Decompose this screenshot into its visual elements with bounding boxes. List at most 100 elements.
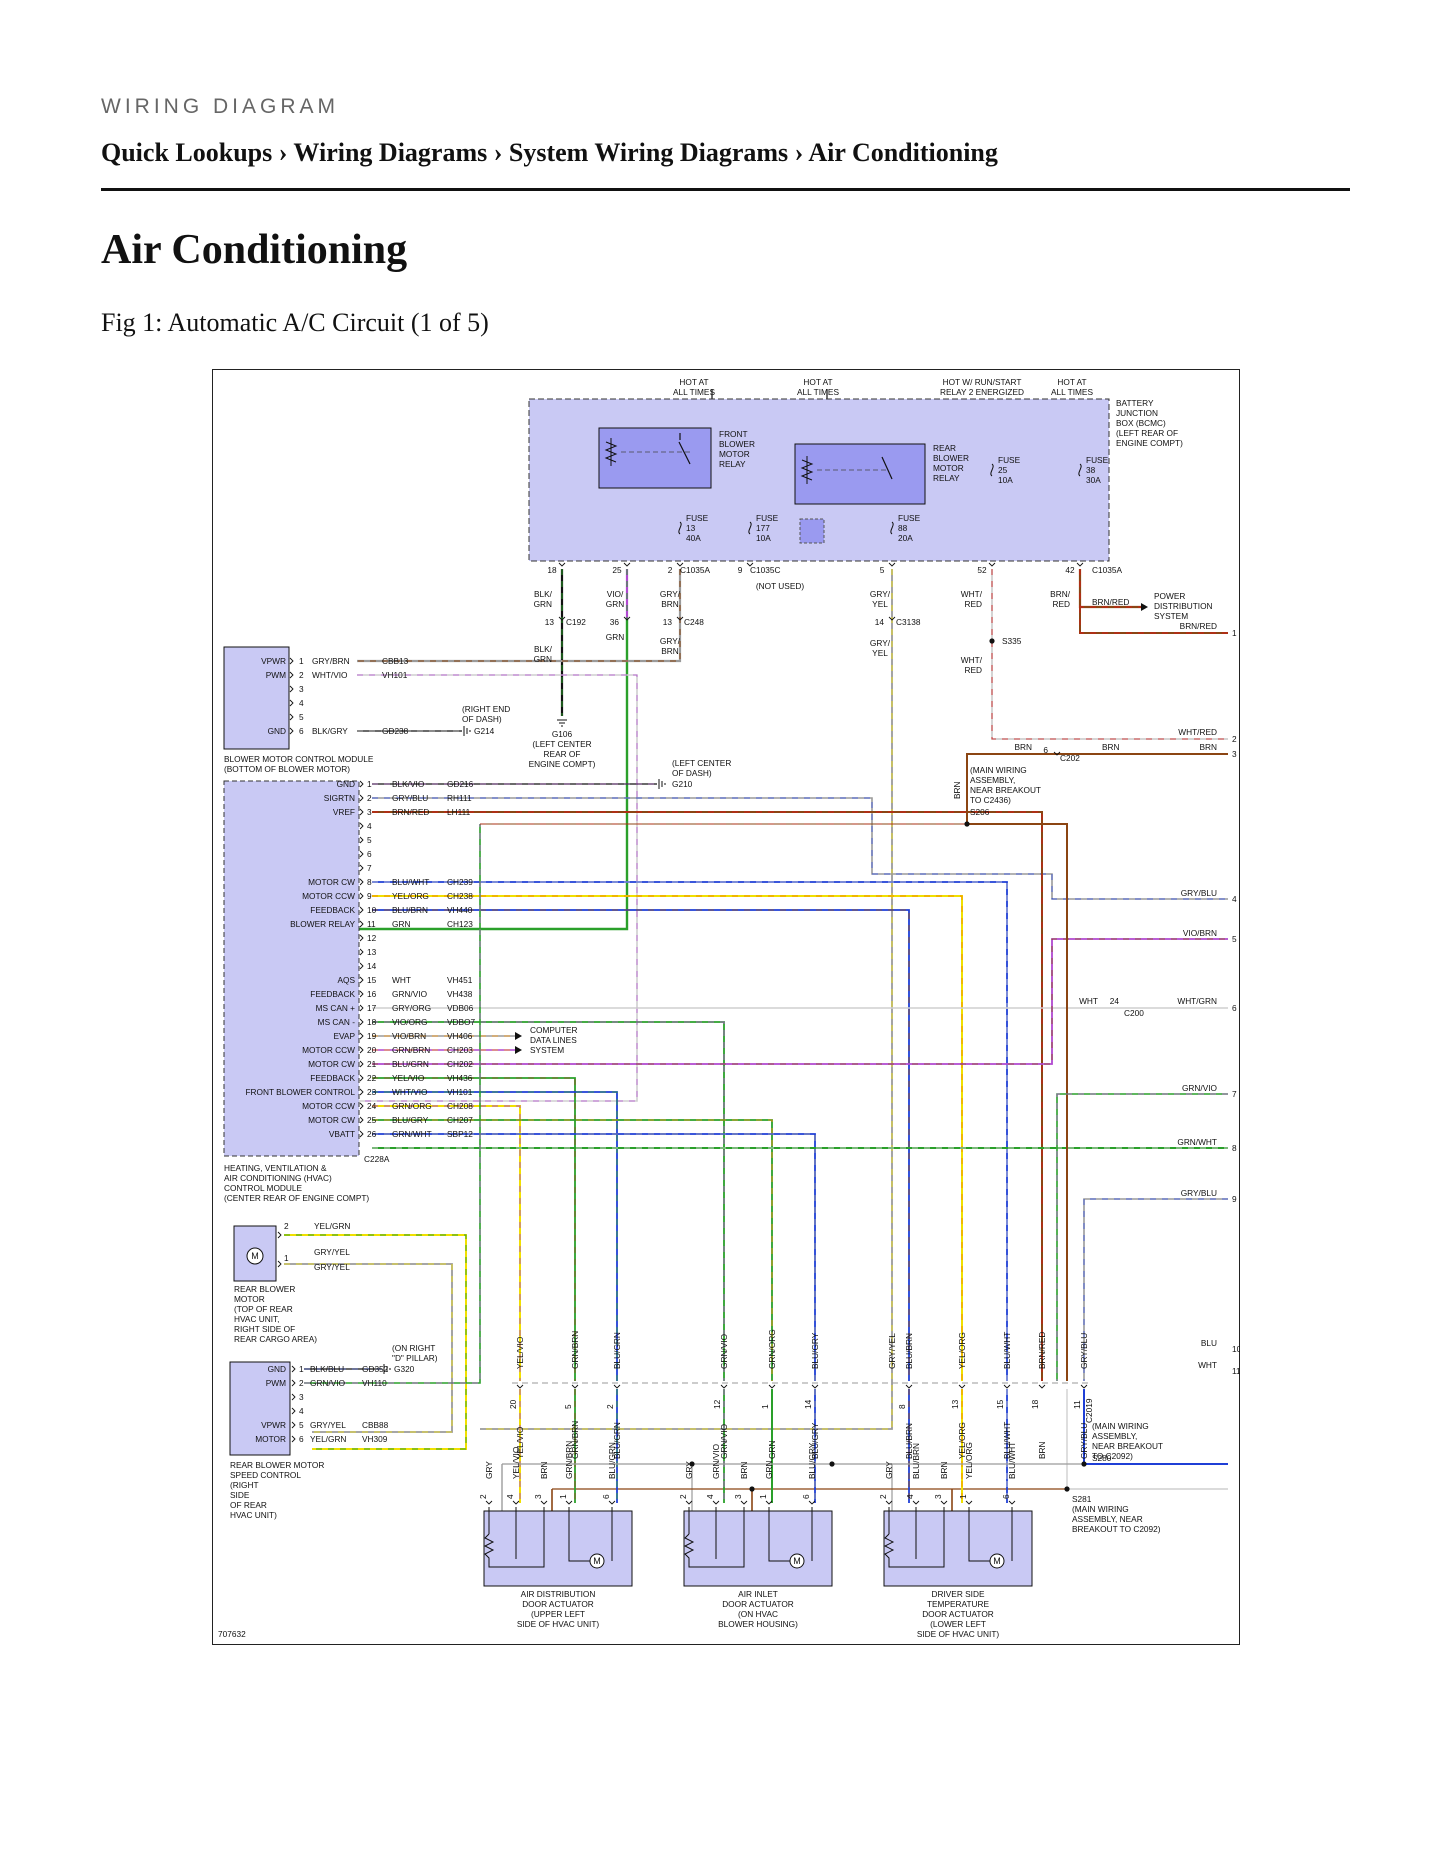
pin-name: MOTOR CW <box>308 877 355 887</box>
pin-number: 6 <box>1001 1494 1011 1499</box>
header-divider <box>101 188 1350 191</box>
connector-pin <box>359 1004 364 1012</box>
connector-pin <box>613 1384 621 1389</box>
wire-wht-red-stripe <box>991 569 1228 740</box>
pin-number: 3 <box>299 684 304 694</box>
actuator-label: (ON HVAC <box>738 1609 778 1619</box>
circuit-label: VDBO7 <box>447 1017 476 1027</box>
connector-pin <box>958 1384 966 1389</box>
connector-pin <box>1008 1500 1016 1505</box>
bjb-label: (LEFT REAR OF <box>1116 428 1178 438</box>
relay-label: BLOWER <box>933 453 969 463</box>
splice-label: S335 <box>1002 636 1022 646</box>
actuator-label: AIR INLET <box>738 1589 778 1599</box>
connector-pin <box>516 1384 524 1389</box>
connector-pin <box>359 808 364 816</box>
wire-brn-red-stripe <box>372 811 1043 1381</box>
splice-label: S206 <box>970 807 990 817</box>
not-used-label: (NOT USED) <box>756 581 804 591</box>
hot-label: ALL TIMES <box>1051 387 1093 397</box>
connector-pin <box>359 976 364 984</box>
connector-pin <box>765 1500 773 1505</box>
pin-number: 5 <box>367 835 372 845</box>
wire-color-label: BLK/VIO <box>392 779 425 789</box>
connector-pin <box>277 1260 282 1268</box>
fuse-symbol <box>990 463 994 477</box>
wire-grn-brn <box>372 1077 576 1381</box>
module-label: HVAC UNIT, <box>234 1314 279 1324</box>
wire-brn <box>967 823 1068 1381</box>
ground-symbol <box>463 726 471 736</box>
wire-label-vertical: GRN/BRN <box>570 1421 580 1459</box>
circuit-label: LH111 <box>447 807 471 817</box>
pin-number: 1 <box>758 1494 768 1499</box>
pin-number: 2 <box>299 670 304 680</box>
module-label: OF REAR <box>230 1500 267 1510</box>
connector-pin <box>746 562 754 567</box>
connector-pin <box>359 878 364 886</box>
pin-number: 24 <box>367 1101 377 1111</box>
wire-label-vertical: GRN <box>764 1461 774 1479</box>
module-label: (BOTTOM OF BLOWER MOTOR) <box>224 764 350 774</box>
module-label: HEATING, VENTILATION & <box>224 1163 327 1173</box>
pin-number: 22 <box>367 1073 377 1083</box>
pin-number: 4 <box>705 1494 715 1499</box>
bjb-label: ENGINE COMPT) <box>1116 438 1183 448</box>
wire-label: GRY/ <box>660 636 681 646</box>
pin-number: 5 <box>299 1420 304 1430</box>
wire-label-vertical: BLU/BRN <box>911 1443 921 1479</box>
wire-vio-brn-stripe <box>372 938 1228 1065</box>
ground-symbol <box>658 779 666 789</box>
connector-pin <box>359 836 364 844</box>
fuse-symbol <box>748 521 752 535</box>
connector-pin <box>565 1500 573 1505</box>
wire-label: GRY/YEL <box>314 1247 350 1257</box>
wire-color-label: GRN/VIO <box>310 1378 346 1388</box>
wire-label-vertical: GRN/VIO <box>711 1443 721 1479</box>
pin-number: 4 <box>905 1494 915 1499</box>
connector-pin <box>359 920 364 928</box>
pin-number: 6 <box>601 1494 611 1499</box>
splice-dot <box>689 1461 695 1467</box>
connector-pin <box>1003 1384 1011 1389</box>
splice-desc: (MAIN WIRING <box>1072 1504 1129 1514</box>
connector-label: C200 <box>1124 1008 1144 1018</box>
splice-desc: TO C2436) <box>970 795 1011 805</box>
computer-data-label: COMPUTER <box>530 1025 577 1035</box>
connector-pin <box>571 1384 579 1389</box>
components-layer <box>223 398 1148 1587</box>
wire-label: RED <box>964 599 982 609</box>
pin-number: 6 <box>299 726 304 736</box>
splice-dot <box>829 1461 835 1467</box>
ground-label: "D" PILLAR) <box>392 1353 438 1363</box>
circuit-label: GD352 <box>362 1364 389 1374</box>
actuator-label: SIDE OF HVAC UNIT) <box>917 1629 1000 1639</box>
pin-name: EVAP <box>333 1031 355 1041</box>
connector-pin <box>291 1365 296 1373</box>
relay-socket <box>799 518 825 544</box>
output-number: 6 <box>1232 1003 1237 1013</box>
computer-data-label: DATA LINES <box>530 1035 577 1045</box>
pin-number: 3 <box>367 807 372 817</box>
pin-name: MOTOR CCW <box>302 1045 355 1055</box>
connector-pin <box>359 1130 364 1138</box>
pin-number: 13 <box>545 617 555 627</box>
pin-number: 13 <box>367 947 377 957</box>
wire-label: BRN/RED <box>1092 597 1129 607</box>
wire-label: WHT/ <box>961 655 983 665</box>
hvac-control-module <box>223 780 360 1157</box>
door-actuator <box>683 1510 833 1587</box>
circuit-label: CBB13 <box>382 656 409 666</box>
wire-color-label: WHT/VIO <box>312 670 348 680</box>
connector-pin <box>808 1500 816 1505</box>
connector-pin <box>291 1393 296 1401</box>
breadcrumb[interactable]: Quick Lookups › Wiring Diagrams › System… <box>101 138 998 167</box>
actuator-label: DOOR ACTUATOR <box>722 1599 794 1609</box>
circuit-label: VH101 <box>447 1087 473 1097</box>
wire-label: YEL/GRN <box>314 1221 350 1231</box>
circuit-label: VH309 <box>362 1434 388 1444</box>
pin-name: FEEDBACK <box>310 989 355 999</box>
splice-desc: (MAIN WIRING <box>1092 1421 1149 1431</box>
circuit-label: VH436 <box>447 1073 473 1083</box>
pin-number: 6 <box>367 849 372 859</box>
